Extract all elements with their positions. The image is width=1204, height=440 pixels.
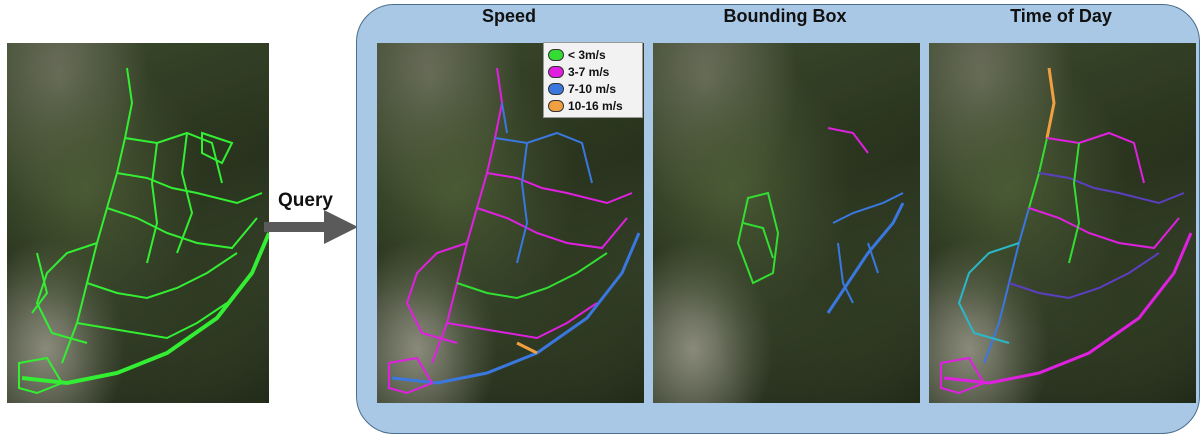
query-label: Query [278, 190, 333, 211]
legend-swatch-orange [548, 99, 564, 112]
time-of-day-map [929, 43, 1196, 403]
legend-swatch-magenta [548, 65, 564, 78]
source-trail-lines [18, 67, 269, 395]
bounding-box-trail-lines [736, 127, 905, 314]
legend-label: 10-16 m/s [568, 98, 623, 113]
speed-trail-lines [388, 67, 641, 395]
panel-title-bounding-box: Bounding Box [723, 6, 847, 26]
legend-item: 3-7 m/s [548, 63, 638, 80]
legend-swatch-green [548, 48, 564, 61]
speed-legend: < 3m/s 3-7 m/s 7-10 m/s 10-16 m/s [543, 42, 643, 118]
panel-title-speed: Speed [481, 6, 537, 26]
time-of-day-trail-lines [940, 67, 1193, 395]
bounding-box-map [653, 43, 920, 403]
source-trail-map [7, 43, 269, 403]
legend-item: 10-16 m/s [548, 97, 638, 114]
query-arrow [264, 210, 358, 244]
legend-swatch-blue [548, 82, 564, 95]
legend-item: 7-10 m/s [548, 80, 638, 97]
legend-label: 7-10 m/s [568, 81, 617, 96]
legend-label: < 3m/s [568, 47, 606, 62]
legend-label: 3-7 m/s [568, 64, 610, 79]
panel-title-time-of-day: Time of Day [1010, 6, 1112, 26]
legend-item: < 3m/s [548, 46, 638, 63]
